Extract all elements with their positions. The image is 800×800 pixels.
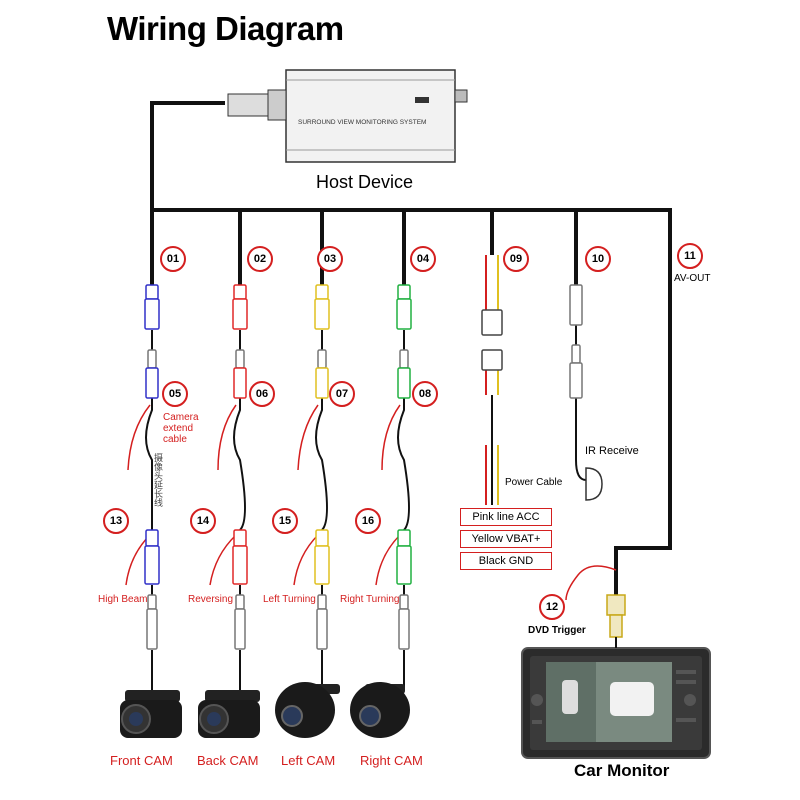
connector-top-body-4 bbox=[396, 298, 412, 330]
power-cable-label: Power Cable bbox=[505, 477, 563, 488]
cam-plug-body-3 bbox=[316, 608, 328, 650]
ir-receive-label: IR Receive bbox=[585, 445, 639, 457]
connector-bottom-body-2 bbox=[232, 545, 248, 585]
connector-top-body-3 bbox=[314, 298, 330, 330]
host-device: SURROUND VIEW MONITORING SYSTEM bbox=[227, 69, 468, 163]
badge-13: 13 bbox=[103, 508, 129, 534]
cam-plug-body-1 bbox=[146, 608, 158, 650]
chinese-extend-cable-text: 摄像头延长线 bbox=[154, 454, 164, 509]
front-cam-label: Front CAM bbox=[110, 753, 173, 768]
extend-plug-1 bbox=[147, 349, 157, 369]
yellow-vbat-box: Yellow VBAT+ bbox=[460, 530, 552, 548]
cam-plug-4 bbox=[399, 594, 409, 610]
extend-plug-4 bbox=[399, 349, 409, 369]
extend-socket-3 bbox=[315, 367, 329, 399]
cam-plug-2 bbox=[235, 594, 245, 610]
extend-socket-2 bbox=[233, 367, 247, 399]
badge-01: 01 bbox=[160, 246, 186, 272]
connector-top-3 bbox=[315, 284, 329, 300]
device-label-text: SURROUND VIEW MONITORING SYSTEM bbox=[298, 119, 426, 126]
av-out-label: AV-OUT bbox=[674, 273, 711, 284]
extend-plug-3 bbox=[317, 349, 327, 369]
connector-top-body-2 bbox=[232, 298, 248, 330]
cam-plug-1 bbox=[147, 594, 157, 610]
extend-socket-4 bbox=[397, 367, 411, 399]
connector-top-1 bbox=[145, 284, 159, 300]
connector-bottom-body-1 bbox=[144, 545, 160, 585]
car-monitor-shape bbox=[521, 647, 711, 759]
left-cam-label: Left CAM bbox=[281, 753, 336, 768]
badge-08: 08 bbox=[412, 381, 438, 407]
left-cam-shape bbox=[275, 682, 340, 738]
trigger-reversing: Reversing bbox=[188, 594, 234, 605]
trigger-right-turning: Right Turning bbox=[340, 594, 400, 605]
black-gnd-box: Black GND bbox=[460, 552, 552, 570]
ir-connector-top bbox=[569, 284, 583, 326]
badge-03: 03 bbox=[317, 246, 343, 272]
right-cam-shape bbox=[350, 682, 410, 738]
channel-cables bbox=[145, 325, 587, 690]
page-title: Wiring Diagram bbox=[107, 10, 344, 47]
connector-top-2 bbox=[233, 284, 247, 300]
trigger-high-beam: High Beam bbox=[98, 594, 148, 605]
extend-plug-2 bbox=[235, 349, 245, 369]
trigger-left-turning: Left Turning bbox=[263, 594, 316, 605]
camera-extend-label-2: extend bbox=[163, 423, 194, 434]
main-harness bbox=[150, 101, 672, 595]
connector-bottom-4 bbox=[397, 529, 411, 547]
cam-plug-body-4 bbox=[398, 608, 410, 650]
ir-socket bbox=[569, 362, 583, 399]
connector-bottom-2 bbox=[233, 529, 247, 547]
cam-plug-body-2 bbox=[234, 608, 246, 650]
car-monitor-label: Car Monitor bbox=[574, 761, 670, 780]
badge-14: 14 bbox=[190, 508, 216, 534]
cam-plug-3 bbox=[317, 594, 327, 610]
connector-bottom-3 bbox=[315, 529, 329, 547]
badge-16: 16 bbox=[355, 508, 381, 534]
back-cam-label: Back CAM bbox=[197, 753, 259, 768]
connector-top-4 bbox=[397, 284, 411, 300]
connector-bottom-1 bbox=[145, 529, 159, 547]
connector-top-body-1 bbox=[144, 298, 160, 330]
badge-12: 12 bbox=[539, 594, 565, 620]
connectors bbox=[144, 284, 583, 650]
trigger-wires bbox=[125, 404, 617, 601]
camera-extend-label-1: Camera bbox=[163, 412, 199, 423]
badge-05: 05 bbox=[162, 381, 188, 407]
camera-extend-label-3: cable bbox=[163, 434, 187, 445]
badge-06: 06 bbox=[249, 381, 275, 407]
badge-07: 07 bbox=[329, 381, 355, 407]
power-wires bbox=[485, 255, 499, 505]
extend-socket-1 bbox=[145, 367, 159, 399]
ir-plug bbox=[571, 344, 581, 364]
front-cam-shape bbox=[120, 690, 182, 738]
badge-10: 10 bbox=[585, 246, 611, 272]
power-connector-bottom bbox=[481, 349, 503, 371]
back-cam-shape bbox=[198, 690, 260, 738]
host-device-label: Host Device bbox=[316, 172, 414, 192]
dvd-trigger-label: DVD Trigger bbox=[528, 625, 586, 636]
badge-04: 04 bbox=[410, 246, 436, 272]
ir-receiver bbox=[585, 467, 603, 501]
right-cam-label: Right CAM bbox=[360, 753, 423, 768]
connector-bottom-body-4 bbox=[396, 545, 412, 585]
badge-09: 09 bbox=[503, 246, 529, 272]
badge-15: 15 bbox=[272, 508, 298, 534]
connector-bottom-body-3 bbox=[314, 545, 330, 585]
power-connector-top bbox=[481, 309, 503, 336]
pink-line-acc-box: Pink line ACC bbox=[460, 508, 552, 526]
av-plug bbox=[606, 594, 626, 648]
badge-02: 02 bbox=[247, 246, 273, 272]
badge-11: 11 bbox=[677, 243, 703, 269]
